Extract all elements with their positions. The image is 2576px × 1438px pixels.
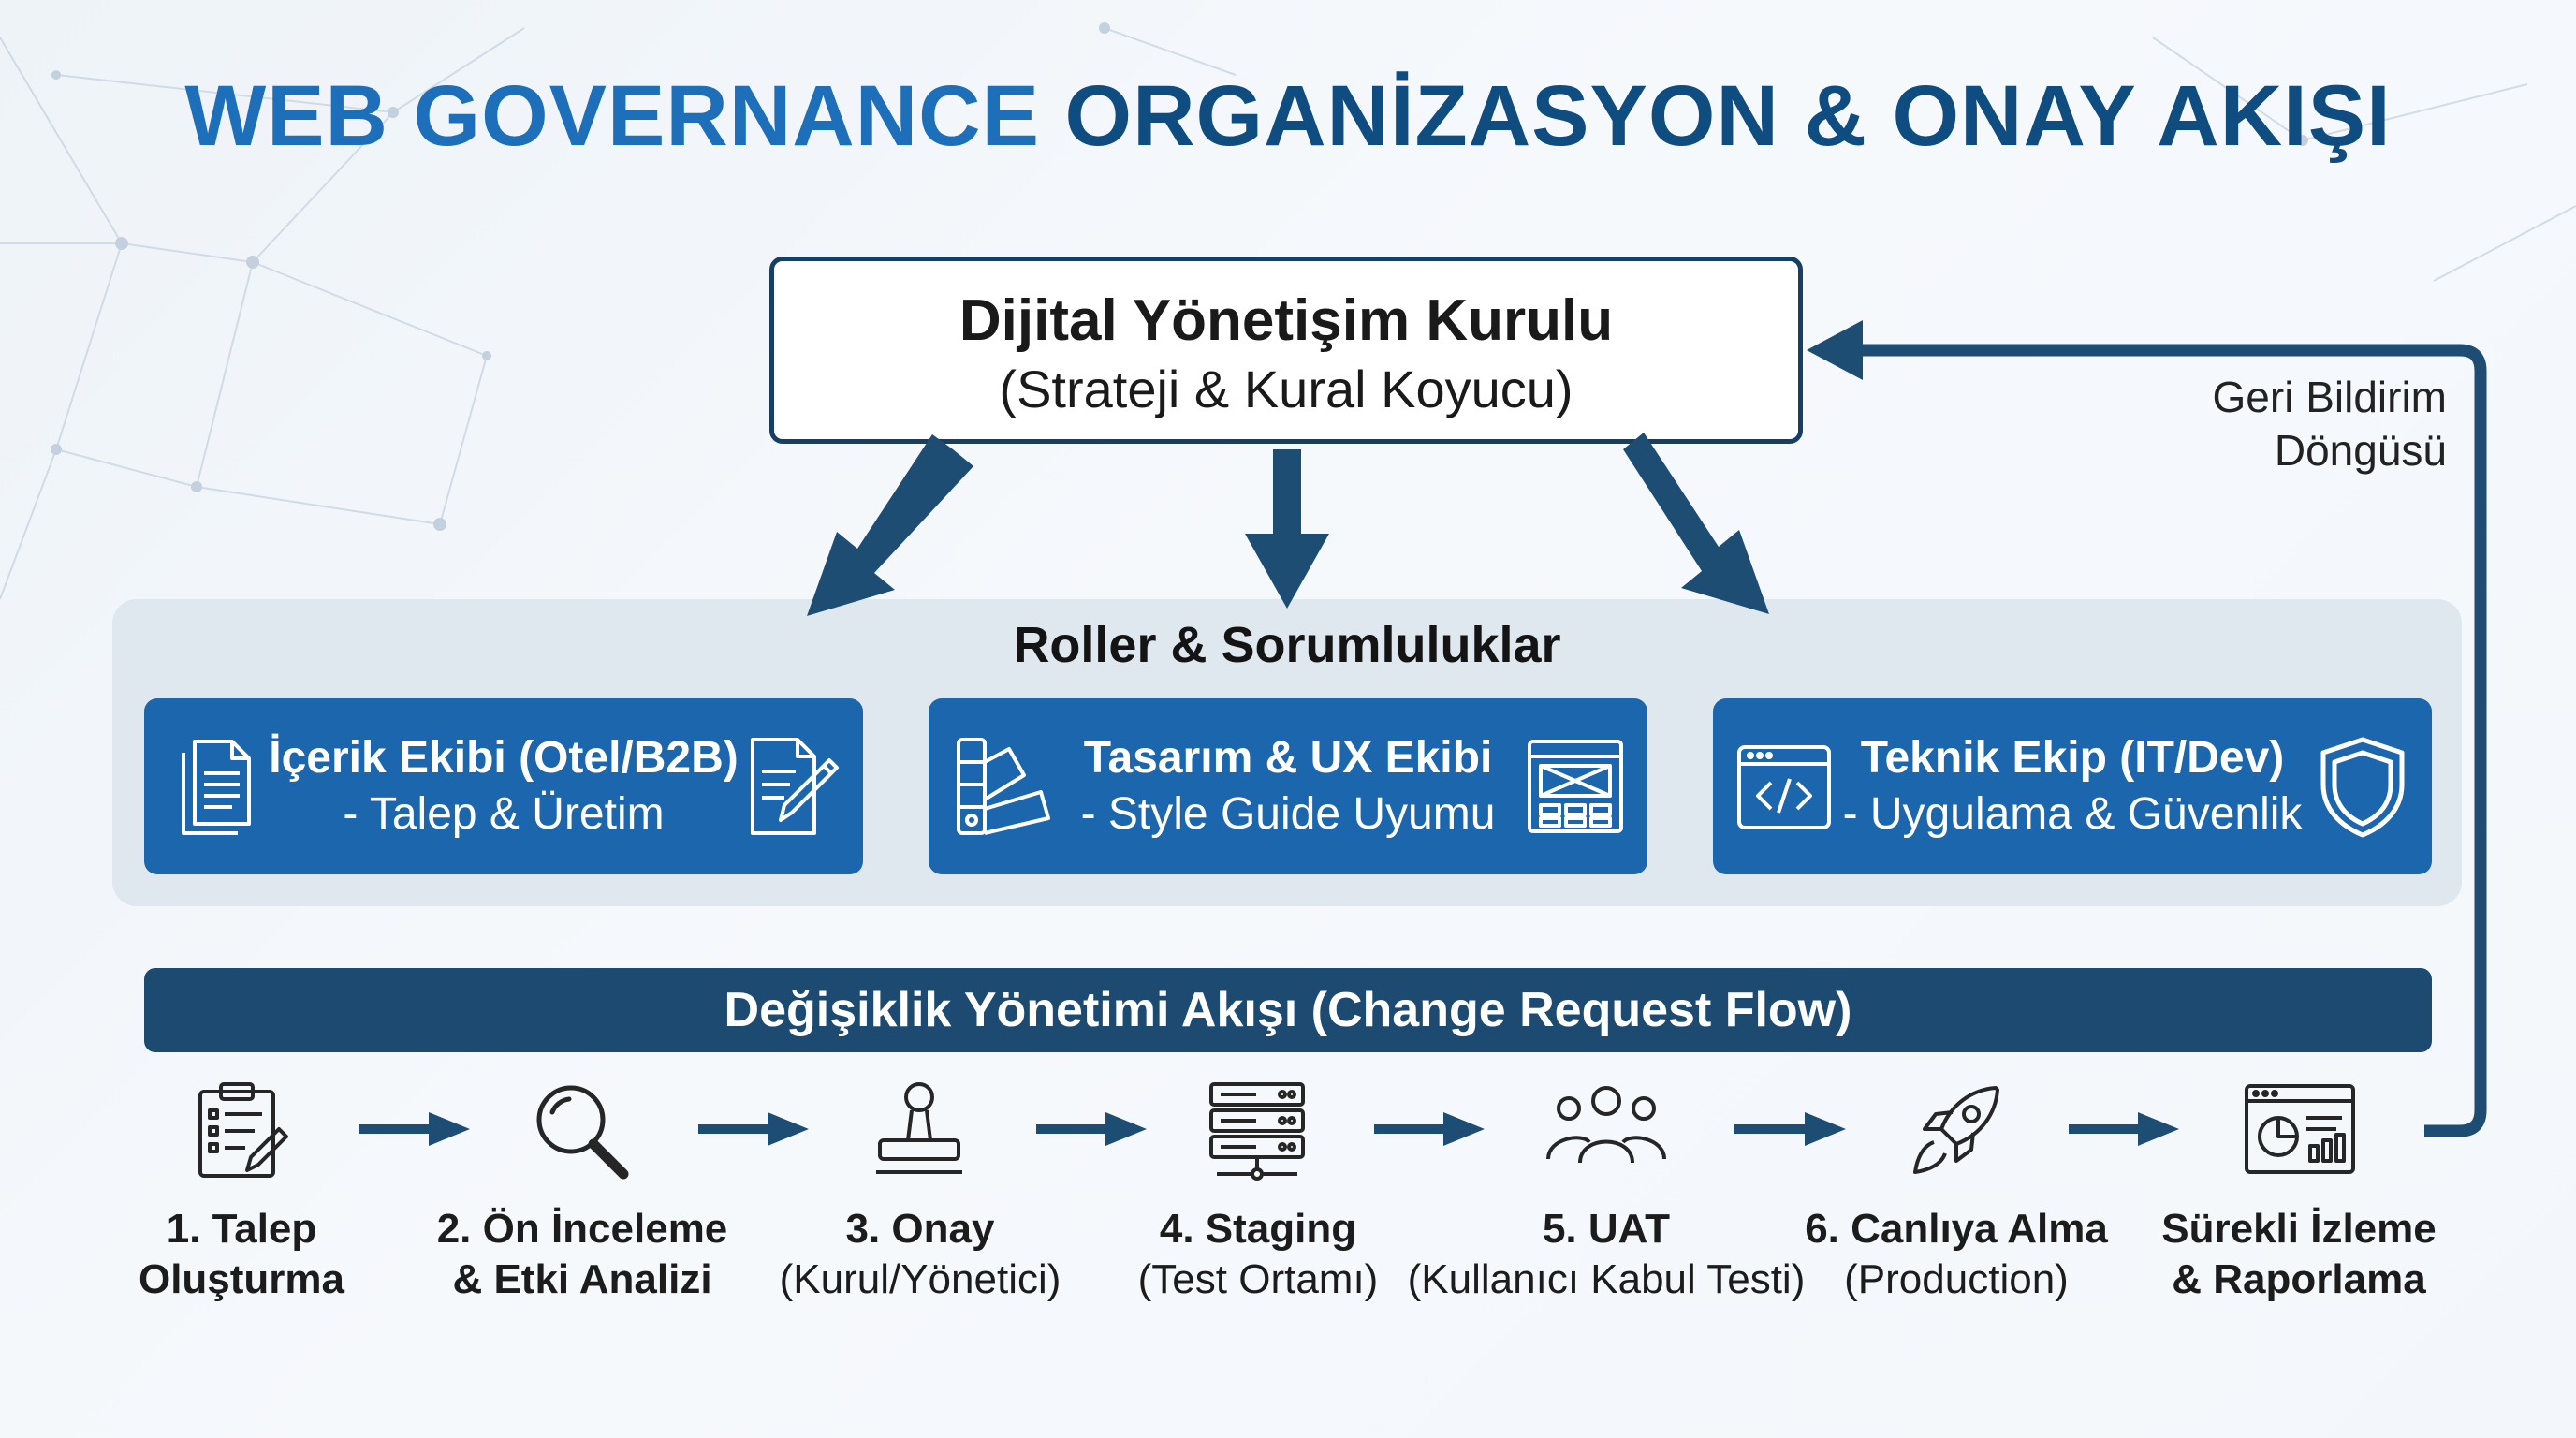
role-description: - Style Guide Uyumu	[1080, 789, 1496, 839]
role-card-tech-team: Teknik Ekip (IT/Dev) - Uygulama & Güvenl…	[1713, 698, 2432, 874]
flow-step-2-label: 2. Ön İnceleme & Etki Analizi	[376, 1204, 788, 1305]
flow-step-subtitle: & Raporlama	[2172, 1256, 2426, 1302]
analytics-dashboard-icon	[2245, 1084, 2355, 1174]
rocket-icon	[1913, 1086, 1999, 1174]
flow-step-subtitle: (Production)	[1844, 1256, 2069, 1302]
page-title: WEB GOVERNANCE ORGANİZASYON & ONAY AKIŞI	[0, 67, 2576, 166]
flow-step-subtitle: (Kurul/Yönetici)	[779, 1256, 1061, 1302]
flow-step-title: 4. Staging	[1159, 1206, 1357, 1252]
flow-step-subtitle: & Etki Analizi	[452, 1256, 712, 1302]
flow-step-6-label: 6. Canlıya Alma (Production)	[1750, 1204, 2162, 1305]
roles-title: Roller & Sorumluluklar	[1013, 617, 1561, 673]
page-title-part-1: WEB GOVERNANCE	[184, 68, 1065, 164]
documents-icon	[182, 740, 251, 835]
role-name: Tasarım & UX Ekibi	[1083, 733, 1493, 783]
role-description: - Talep & Üretim	[343, 789, 665, 839]
flow-step-title: 1. Talep	[166, 1206, 317, 1252]
clipboard-form-icon	[198, 1082, 288, 1178]
users-group-icon	[1546, 1086, 1666, 1164]
magnifier-icon	[536, 1085, 629, 1180]
role-card-design-team: Tasarım & UX Ekibi - Style Guide Uyumu	[929, 698, 1647, 874]
board-subtitle: (Strateji & Kural Koyucu)	[999, 360, 1573, 418]
edit-document-icon	[751, 738, 839, 835]
flow-step-4-label: 4. Staging (Test Ortamı)	[1052, 1204, 1464, 1305]
shield-icon	[2320, 737, 2405, 838]
code-window-icon	[1737, 745, 1831, 829]
flow-step-subtitle: (Test Ortamı)	[1137, 1256, 1379, 1302]
feedback-loop-label: Geri Bildirim Döngüsü	[2213, 371, 2447, 477]
page-title-part-2: ORGANİZASYON & ONAY AKIŞI	[1064, 68, 2392, 164]
flow-step-3-label: 3. Onay (Kurul/Yönetici)	[714, 1204, 1126, 1305]
flow-step-title: 6. Canlıya Alma	[1805, 1206, 2108, 1252]
feedback-label-line-1: Geri Bildirim	[2212, 373, 2447, 421]
flow-step-5-label: 5. UAT (Kullanıcı Kabul Testi)	[1400, 1204, 1812, 1305]
wireframe-icon	[1528, 740, 1623, 833]
flow-step-subtitle: Oluşturma	[138, 1256, 345, 1302]
feedback-label-line-2: Döngüsü	[2274, 426, 2447, 475]
role-card-content-team: İçerik Ekibi (Otel/B2B) - Talep & Üretim	[144, 698, 863, 874]
flow-step-title: 5. UAT	[1542, 1206, 1671, 1252]
governance-board-box: Dijital Yönetişim Kurulu (Strateji & Kur…	[769, 257, 1803, 444]
change-request-flow-bar: Değişiklik Yönetimi Akışı (Change Reques…	[144, 968, 2432, 1052]
color-swatch-icon	[957, 738, 1050, 835]
flow-step-7-label: Sürekli İzleme & Raporlama	[2093, 1204, 2505, 1305]
flow-step-title: 3. Onay	[845, 1206, 995, 1252]
flow-step-1-label: 1. Talep Oluşturma	[36, 1204, 447, 1305]
flow-step-subtitle: (Kullanıcı Kabul Testi)	[1407, 1256, 1806, 1302]
role-name: İçerik Ekibi (Otel/B2B)	[269, 733, 739, 783]
flow-step-title: Sürekli İzleme	[2161, 1206, 2437, 1252]
flow-step-title: 2. Ön İnceleme	[436, 1206, 728, 1252]
approval-stamp-icon	[876, 1082, 962, 1174]
server-icon	[1209, 1082, 1305, 1181]
board-title: Dijital Yönetişim Kurulu	[959, 288, 1614, 353]
